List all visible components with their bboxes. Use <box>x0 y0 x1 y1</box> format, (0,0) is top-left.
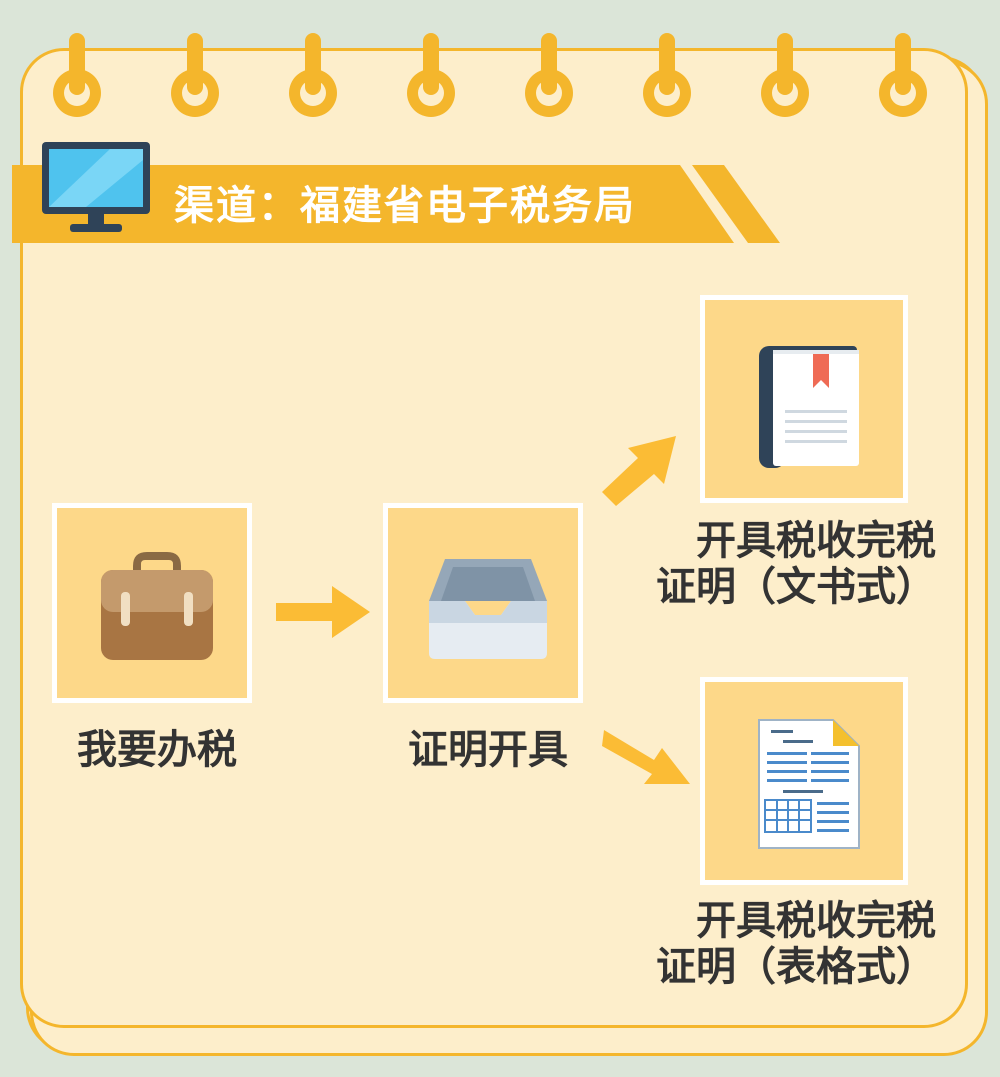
ring-icon <box>53 33 101 117</box>
ring-icon <box>761 33 809 117</box>
option-label-form-line1: 开具税收完税 <box>696 898 936 944</box>
channel-title: 渠道：福建省电子税务局 <box>174 183 636 229</box>
arrow-right-icon <box>276 586 370 638</box>
ring-icon <box>643 33 691 117</box>
ring-icon <box>525 33 573 117</box>
ring-icon <box>407 33 455 117</box>
option-tile-form-certificate[interactable] <box>700 677 908 885</box>
arrow-down-right-icon <box>602 730 690 784</box>
inbox-tray-icon <box>429 559 547 659</box>
briefcase-icon <box>101 552 213 660</box>
option-label-document-line1: 开具税收完税 <box>696 518 936 564</box>
book-icon <box>759 346 859 468</box>
desktop-monitor-icon <box>42 142 150 232</box>
option-label-document-line2: 证明（文书式） <box>656 564 936 610</box>
step-label-certificate-issue: 证明开具 <box>408 727 568 773</box>
form-document-icon <box>758 719 860 849</box>
step-label-tax-service: 我要办税 <box>77 727 237 773</box>
step-tile-tax-service[interactable] <box>52 503 252 703</box>
ring-icon <box>879 33 927 117</box>
ring-icon <box>171 33 219 117</box>
channel-banner <box>12 165 780 243</box>
option-tile-document-certificate[interactable] <box>700 295 908 503</box>
arrow-up-right-icon <box>602 436 676 506</box>
step-tile-certificate-issue[interactable] <box>383 503 583 703</box>
ring-icon <box>289 33 337 117</box>
option-label-form-line2: 证明（表格式） <box>656 944 936 990</box>
